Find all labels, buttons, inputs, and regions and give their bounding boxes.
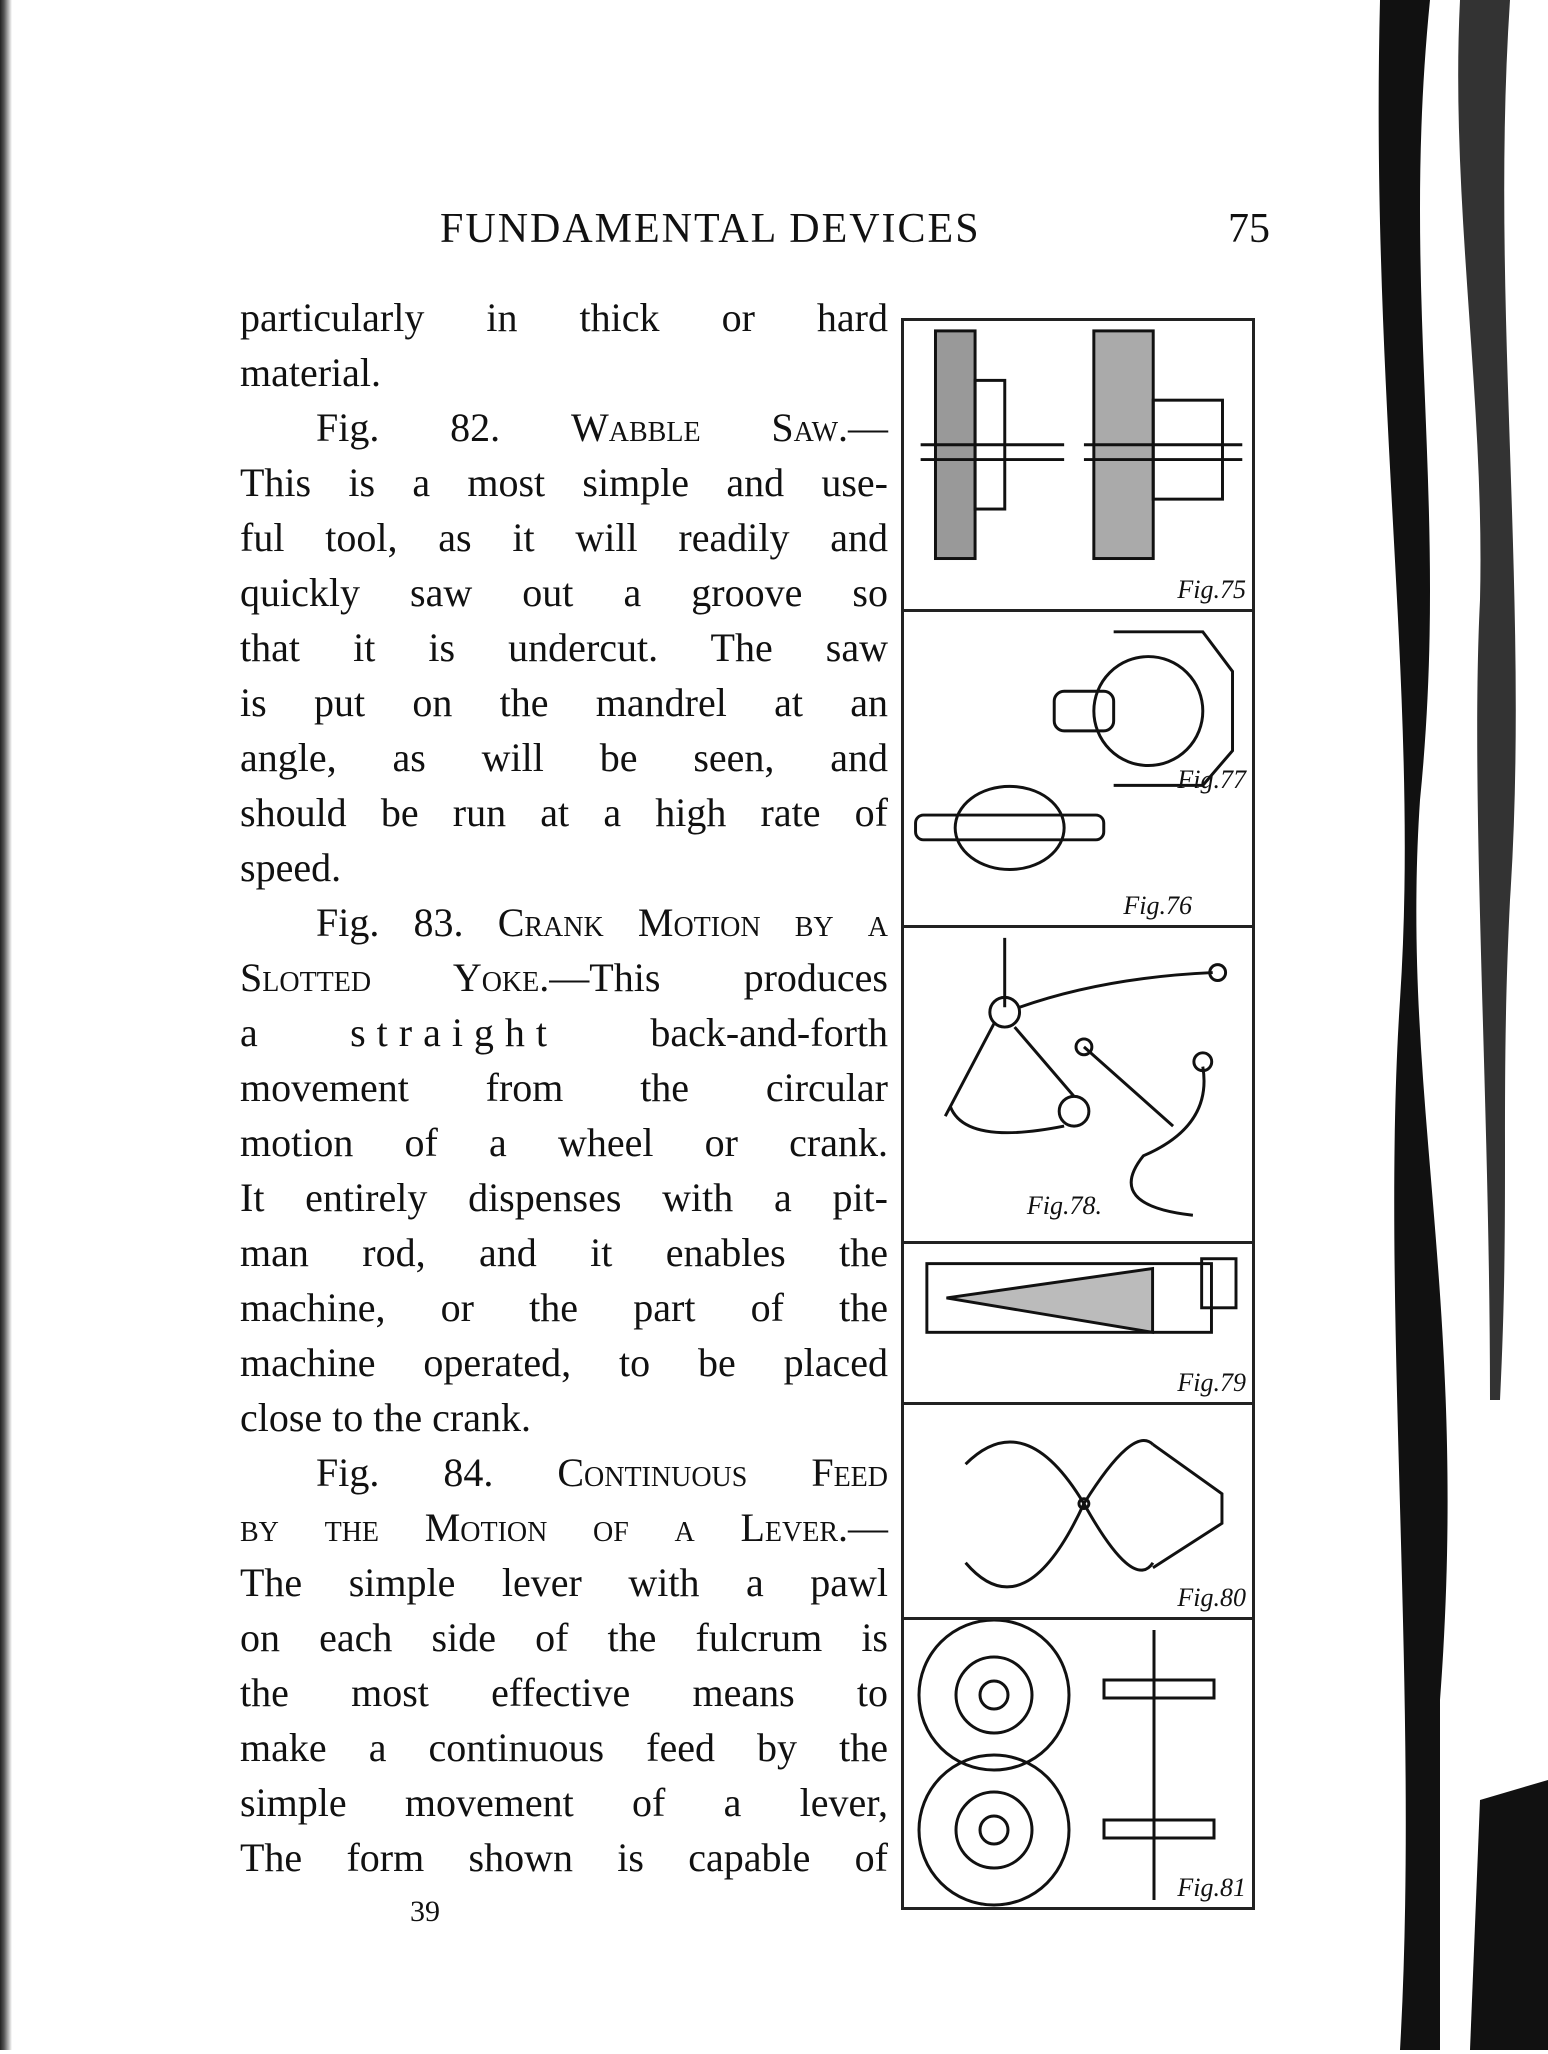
text-run: —This produces [549, 955, 888, 1000]
text-line: machine operated, to be placed [240, 1335, 888, 1390]
figure-78-panel: Fig.78. [904, 928, 1252, 1244]
text-line: The form shown is capable of [240, 1830, 888, 1885]
text-run: back-and-forth [650, 1010, 888, 1055]
text-run: It entirely dispenses with a pit- [240, 1175, 888, 1220]
figure-label: Fig.81 [1177, 1873, 1246, 1902]
figure-75-panel: Fig.75 [904, 321, 1252, 612]
running-header: FUNDAMENTAL DEVICES [440, 206, 981, 252]
text-run: This is a most simple and use- [240, 460, 888, 505]
figure-79-panel: Fig.79 [904, 1244, 1252, 1405]
text-run: ful tool, as it will readily and [240, 515, 888, 560]
page-left-edge [0, 0, 14, 2050]
figure-80-panel: Fig.80 [904, 1405, 1252, 1620]
figure-label: Fig.75 [1177, 575, 1246, 604]
pincers-drawing [964, 1439, 1224, 1589]
page-number: 75 [1228, 206, 1270, 252]
figure-label: Fig.77 [1177, 765, 1246, 794]
body-text: particularly in thick or hard material. … [240, 290, 888, 1885]
text-run: angle, as will be seen, and [240, 735, 888, 780]
text-line: should be run at a high rate of [240, 785, 888, 840]
text-line: angle, as will be seen, and [240, 730, 888, 785]
text-line: make a continuous feed by the [240, 1720, 888, 1775]
text-run: should be run at a high rate of [240, 790, 888, 835]
section-heading: Crank Motion by a [497, 900, 889, 945]
text-run: simple movement of a lever, [240, 1780, 888, 1825]
text-line: on each side of the fulcrum is [240, 1610, 888, 1665]
text-run: machine operated, to be placed [240, 1340, 888, 1385]
text-line: speed. [240, 840, 888, 895]
text-run: Fig. 82. [316, 405, 501, 450]
text-run: close to the crank. [240, 1395, 531, 1440]
text-line: quickly saw out a groove so [240, 565, 888, 620]
marbled-book-edge [1360, 0, 1548, 2050]
text-line: is put on the mandrel at an [240, 675, 888, 730]
text-run: machine, or the part of the [240, 1285, 888, 1330]
text-line: that it is undercut. The saw [240, 620, 888, 675]
figure-label: Fig.76 [1123, 891, 1192, 920]
text-line: material. [240, 345, 888, 400]
text-line: motion of a wheel or crank. [240, 1115, 888, 1170]
figure-76-77-panel: Fig.77 Fig.76 [904, 612, 1252, 928]
text-line: ful tool, as it will readily and [240, 510, 888, 565]
text-run: the most effective means to [240, 1670, 888, 1715]
text-line: The simple lever with a pawl [240, 1555, 888, 1610]
section-heading: by the Motion of a Lever.— [240, 1505, 888, 1550]
text-run: make a continuous feed by the [240, 1725, 888, 1770]
text-run: straight [350, 1010, 559, 1055]
text-run: movement from the circular [240, 1065, 888, 1110]
friction-wheels-drawing [917, 1620, 1216, 1907]
text-line: Slotted Yoke.—This produces [240, 950, 888, 1005]
section-heading: Slotted Yoke. [240, 955, 550, 1000]
text-run: is put on the mandrel at an [240, 680, 888, 725]
text-line: close to the crank. [240, 1390, 888, 1445]
text-line: Fig. 82. Wabble Saw.— [240, 400, 888, 455]
tongs-drawing [943, 937, 1228, 1217]
text-run: man rod, and it enables the [240, 1230, 888, 1275]
text-line: movement from the circular [240, 1060, 888, 1115]
wabble-saw-drawing [920, 329, 1243, 561]
text-line: man rod, and it enables the [240, 1225, 888, 1280]
figure-label: Fig.78. [1026, 1191, 1102, 1220]
text-line: by the Motion of a Lever.— [240, 1500, 888, 1555]
text-line: Fig. 83. Crank Motion by a [240, 895, 888, 950]
text-run: Fig. 84. [316, 1450, 494, 1495]
text-run: quickly saw out a groove so [240, 570, 888, 615]
text-run: speed. [240, 845, 342, 890]
figure-plate: Fig.75 Fig.77 Fig.76 Fig.78. [901, 318, 1255, 1910]
text-run: that it is undercut. The saw [240, 625, 888, 670]
text-run: a [240, 1010, 258, 1055]
text-line: machine, or the part of the [240, 1280, 888, 1335]
screw-drawing [925, 1257, 1238, 1335]
text-line: particularly in thick or hard [240, 290, 888, 345]
text-line: a straight back-and-forth [240, 1005, 888, 1060]
text-run: The simple lever with a pawl [240, 1560, 888, 1605]
text-run: material. [240, 350, 382, 395]
text-run: particularly in thick or hard [240, 295, 888, 340]
text-line: Fig. 84. Continuous Feed [240, 1445, 888, 1500]
text-run: The form shown is capable of [240, 1835, 888, 1880]
figure-label: Fig.79 [1177, 1368, 1246, 1397]
section-heading: Continuous Feed [557, 1450, 888, 1495]
text-run: Fig. 83. [316, 900, 464, 945]
text-run: motion of a wheel or crank. [240, 1120, 888, 1165]
section-heading: Wabble Saw.— [571, 405, 889, 450]
text-line: simple movement of a lever, [240, 1775, 888, 1830]
text-line: This is a most simple and use- [240, 455, 888, 510]
signature-mark: 39 [410, 1895, 440, 1928]
pipe-fittings-drawing [914, 630, 1235, 872]
figure-81-panel: Fig.81 [904, 1620, 1252, 1907]
text-line: It entirely dispenses with a pit- [240, 1170, 888, 1225]
text-line: the most effective means to [240, 1665, 888, 1720]
text-run: on each side of the fulcrum is [240, 1615, 888, 1660]
figure-label: Fig.80 [1177, 1583, 1246, 1612]
